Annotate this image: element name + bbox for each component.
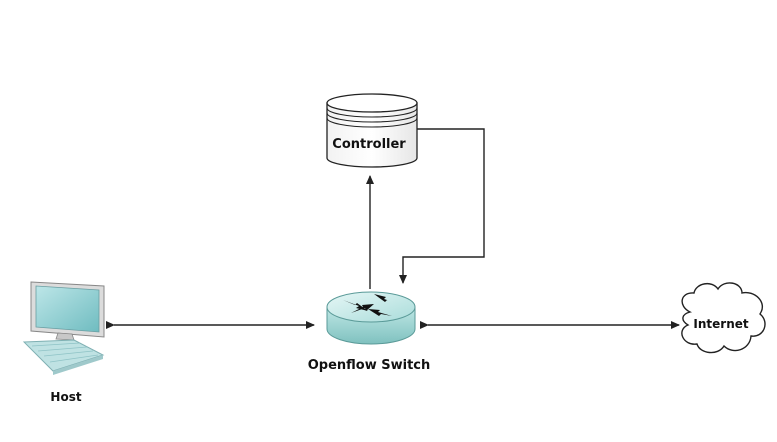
desktop-computer-icon	[22, 281, 105, 375]
host-node: Host	[22, 281, 105, 404]
host-label: Host	[50, 390, 81, 404]
database-cylinder-icon	[326, 93, 418, 168]
controller-node: Controller	[326, 93, 418, 168]
router-switch-icon	[326, 291, 416, 345]
cloud-icon	[681, 282, 766, 354]
switch-node: Openflow Switch	[308, 291, 431, 373]
switch-label: Openflow Switch	[308, 358, 431, 373]
edges	[106, 128, 680, 329]
internet-node: Internet	[681, 282, 766, 354]
edge-controller-to-switch	[399, 128, 485, 284]
internet-label: Internet	[693, 317, 748, 331]
controller-label: Controller	[332, 137, 406, 152]
